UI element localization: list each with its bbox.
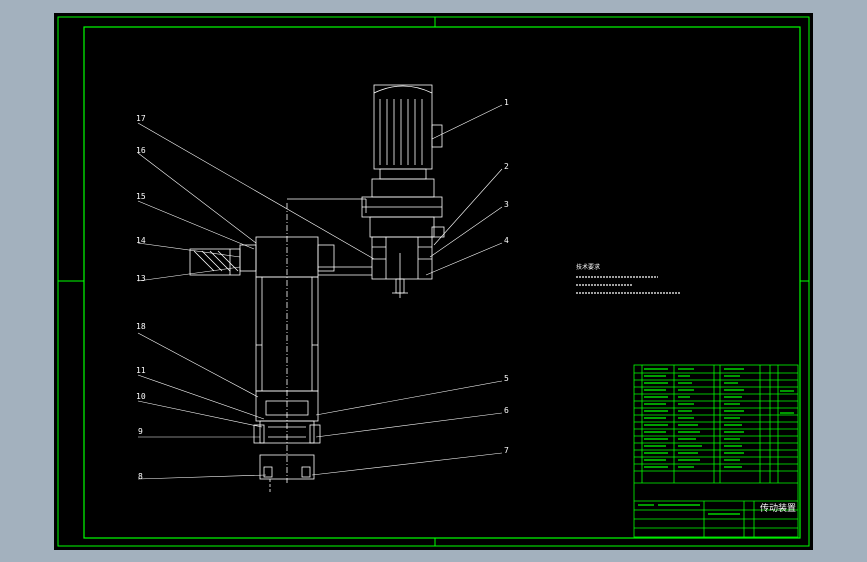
motor [361,84,445,238]
leader-label-9: 9 [138,427,143,436]
cad-viewport[interactable]: 1 2 3 4 5 6 7 8 9 10 11 13 14 15 16 17 1… [54,13,813,550]
leader-label-2: 2 [504,162,509,171]
leader-numbers: 1 2 3 4 5 6 7 8 9 10 11 13 14 15 16 17 1… [136,98,509,481]
leader-label-16: 16 [136,146,146,155]
leader-label-1: 1 [504,98,509,107]
leader-label-18: 18 [136,322,146,331]
reducer-base [371,236,433,298]
leader-label-4: 4 [504,236,509,245]
drawing-sheet: 1 2 3 4 5 6 7 8 9 10 11 13 14 15 16 17 1… [57,16,810,547]
technical-notes: 技术要求 [576,263,680,294]
leader-label-7: 7 [504,446,509,455]
leader-label-13: 13 [136,274,146,283]
leader-label-11: 11 [136,366,146,375]
outer-border [57,16,810,547]
drawing-title: 传动装置 [760,502,796,514]
leader-label-6: 6 [504,406,509,415]
leader-label-15: 15 [136,192,146,201]
bom-text-strokes [638,368,794,515]
inner-frame [83,26,801,539]
leader-label-17: 17 [136,114,146,123]
tech-notes-title: 技术要求 [576,263,600,271]
leader-label-8: 8 [138,472,143,481]
column [253,276,321,493]
title-block [633,364,799,538]
top-housing [189,198,372,483]
leader-label-10: 10 [136,392,146,401]
leader-label-14: 14 [136,236,146,245]
leader-label-3: 3 [504,200,509,209]
leader-lines [137,104,503,480]
leader-label-5: 5 [504,374,509,383]
